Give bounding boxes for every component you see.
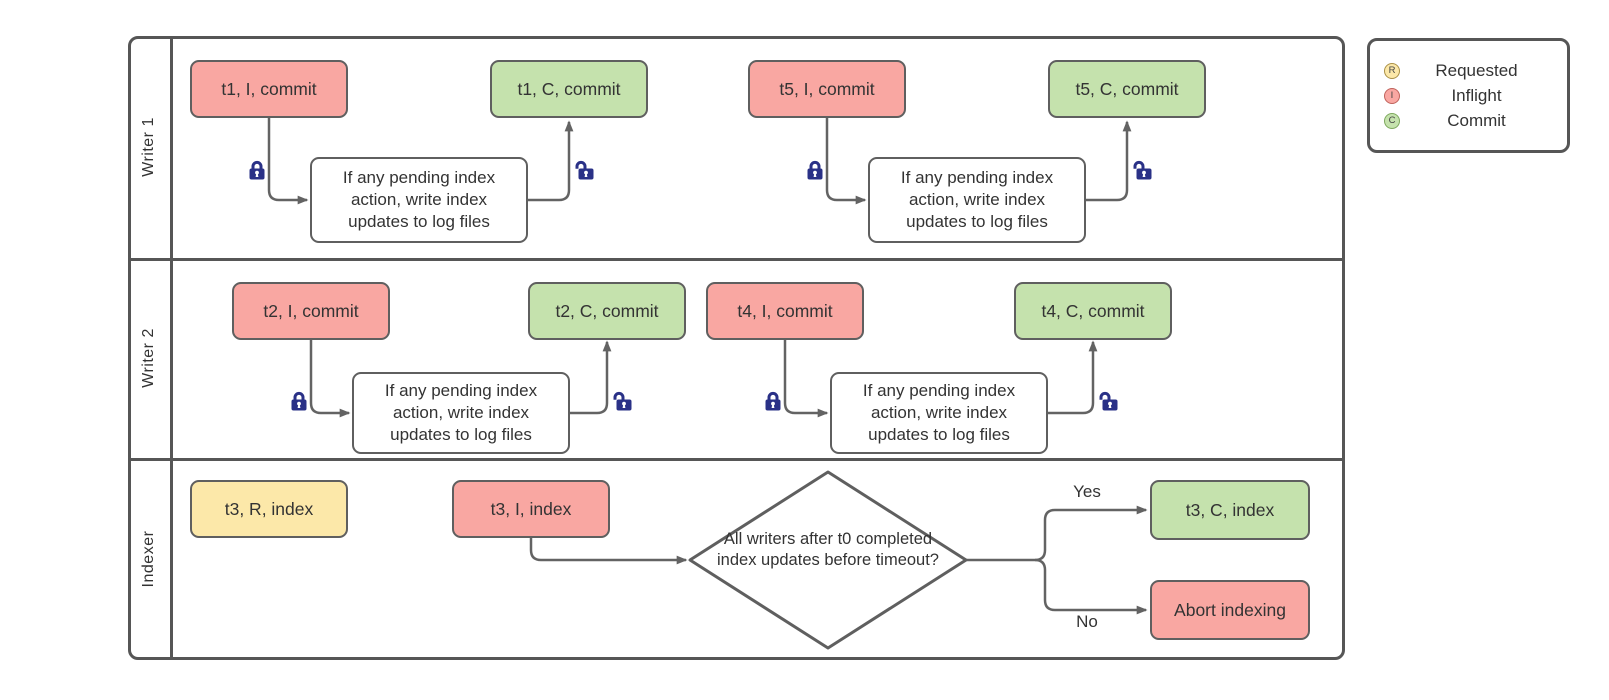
closed-lock-icon xyxy=(249,160,265,180)
process-writer1-right: If any pending index action, write index… xyxy=(868,157,1086,243)
node-t3-inflight: t3, I, index xyxy=(452,480,610,538)
decision-question: All writers after t0 completed index upd… xyxy=(717,530,939,569)
lane-label-writer2: Writer 2 xyxy=(140,328,157,388)
closed-lock-icon xyxy=(291,391,307,411)
node-t3-requested: t3, R, index xyxy=(190,480,348,538)
process-writer2-left: If any pending index action, write index… xyxy=(352,372,570,454)
process-writer1-left: If any pending index action, write index… xyxy=(310,157,528,243)
open-lock-icon xyxy=(1133,160,1152,180)
node-t1-commit: t1, C, commit xyxy=(490,60,648,118)
closed-lock-icon xyxy=(807,160,823,180)
decision-no-label: No xyxy=(1076,612,1098,631)
legend-item-inflight: I Inflight xyxy=(1384,86,1553,106)
node-t5-commit: t5, C, commit xyxy=(1048,60,1206,118)
decision-yes-label: Yes xyxy=(1073,482,1101,501)
legend-item-commit: C Commit xyxy=(1384,111,1553,131)
legend-label: Requested xyxy=(1435,60,1518,80)
node-t3-commit: t3, C, index xyxy=(1150,480,1310,540)
lane-separator-writer1-writer2 xyxy=(128,258,1345,261)
legend: R Requested I Inflight C Commit xyxy=(1367,38,1570,153)
open-lock-icon xyxy=(613,391,632,411)
lane-separator-writer2-indexer xyxy=(128,458,1345,461)
closed-lock-icon xyxy=(765,391,781,411)
legend-label: Commit xyxy=(1447,110,1506,130)
legend-label: Inflight xyxy=(1451,85,1502,105)
process-writer2-right: If any pending index action, write index… xyxy=(830,372,1048,454)
legend-item-requested: R Requested xyxy=(1384,61,1553,81)
open-lock-icon xyxy=(1099,391,1118,411)
lane-label-column-divider xyxy=(170,36,173,660)
node-t2-inflight: t2, I, commit xyxy=(232,282,390,340)
node-t2-commit: t2, C, commit xyxy=(528,282,686,340)
requested-state-icon: R xyxy=(1384,62,1400,79)
lane-label-writer1: Writer 1 xyxy=(140,117,157,177)
node-t5-inflight: t5, I, commit xyxy=(748,60,906,118)
commit-state-icon: C xyxy=(1384,112,1400,129)
node-t1-inflight: t1, I, commit xyxy=(190,60,348,118)
lane-label-indexer: Indexer xyxy=(140,530,157,588)
node-abort-indexing: Abort indexing xyxy=(1150,580,1310,640)
node-t4-commit: t4, C, commit xyxy=(1014,282,1172,340)
open-lock-icon xyxy=(575,160,594,180)
node-t4-inflight: t4, I, commit xyxy=(706,282,864,340)
inflight-state-icon: I xyxy=(1384,87,1400,104)
